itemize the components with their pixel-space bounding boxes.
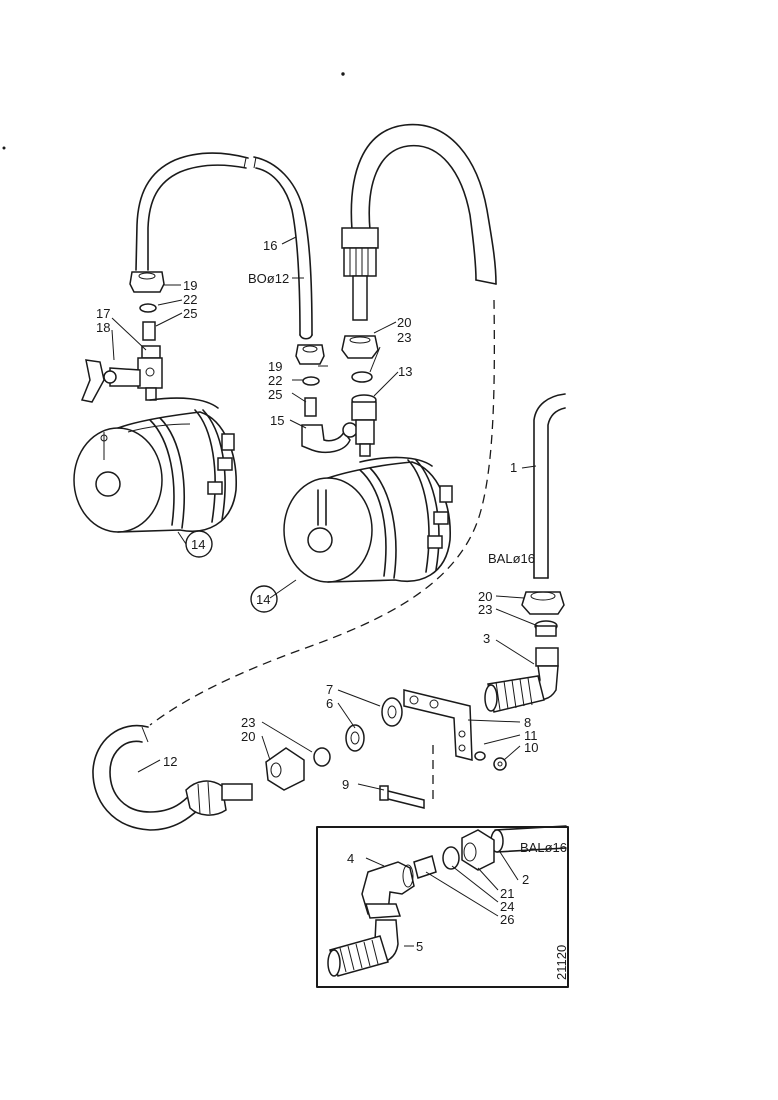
callout-13: 13 xyxy=(398,364,412,379)
callout-labels: 19 22 25 17 18 16 BOø12 19 22 25 15 20 2… xyxy=(96,238,569,980)
nut-washer-10-11 xyxy=(474,751,507,771)
leader-lines xyxy=(111,236,539,947)
inset-detail-frame xyxy=(316,826,569,988)
hose-spec-bo12: BOø12 xyxy=(248,271,289,286)
callout-6: 6 xyxy=(326,696,333,711)
inset-components xyxy=(327,825,567,977)
brake-chamber-left xyxy=(73,397,237,533)
callout-8: 8 xyxy=(524,715,531,730)
callout-3: 3 xyxy=(483,631,490,646)
callout-17: 17 xyxy=(96,306,110,321)
hose-12 xyxy=(92,724,253,831)
callout-20: 20 xyxy=(397,315,411,330)
callout-19: 19 xyxy=(268,359,282,374)
elbow-fitting-3 xyxy=(484,647,559,713)
bracket-8 xyxy=(403,689,473,761)
callout-26: 26 xyxy=(500,912,514,927)
callout-20: 20 xyxy=(478,589,492,604)
callout-14-circle xyxy=(185,530,213,558)
hose-route-dashed xyxy=(149,299,496,726)
callout-23: 23 xyxy=(241,715,255,730)
callout-24: 24 xyxy=(500,899,514,914)
callout-12: 12 xyxy=(163,754,177,769)
callout-21: 21 xyxy=(500,886,514,901)
callout-10: 10 xyxy=(524,740,538,755)
bolt-9 xyxy=(379,785,425,809)
brake-chamber-center xyxy=(283,456,453,583)
center-fittings xyxy=(295,335,379,457)
callout-25: 25 xyxy=(268,387,282,402)
right-nut-fittings xyxy=(521,591,565,637)
callout-1: 1 xyxy=(510,460,517,475)
hose-16 xyxy=(135,152,313,340)
callout-11: 11 xyxy=(524,728,538,743)
callout-4: 4 xyxy=(347,851,354,866)
speck xyxy=(341,72,345,76)
callout-14: 14 xyxy=(191,537,205,552)
hose-spec-bal16: BALø16 xyxy=(520,840,567,855)
hose-large-upper xyxy=(341,123,497,321)
lower-nut-fittings xyxy=(265,747,331,791)
drawing-number: 21120 xyxy=(554,945,569,980)
callout-2: 2 xyxy=(522,872,529,887)
callout-7: 7 xyxy=(326,682,333,697)
callout-22: 22 xyxy=(268,373,282,388)
callout-14-circle xyxy=(250,585,278,613)
callout-20: 20 xyxy=(241,729,255,744)
callout-15: 15 xyxy=(270,413,284,428)
left-fittings xyxy=(80,271,165,403)
speck xyxy=(2,146,6,150)
callout-19: 19 xyxy=(183,278,197,293)
washers-6-7 xyxy=(345,697,403,752)
callout-22: 22 xyxy=(183,292,197,307)
hose-1 xyxy=(533,393,566,579)
callout-16: 16 xyxy=(263,238,277,253)
hose-spec-bal16: BALø16 xyxy=(488,551,535,566)
callout-23: 23 xyxy=(478,602,492,617)
callout-18: 18 xyxy=(96,320,110,335)
callout-25: 25 xyxy=(183,306,197,321)
callout-14: 14 xyxy=(256,592,270,607)
callout-23: 23 xyxy=(397,330,411,345)
callout-9: 9 xyxy=(342,777,349,792)
callout-5: 5 xyxy=(416,939,423,954)
